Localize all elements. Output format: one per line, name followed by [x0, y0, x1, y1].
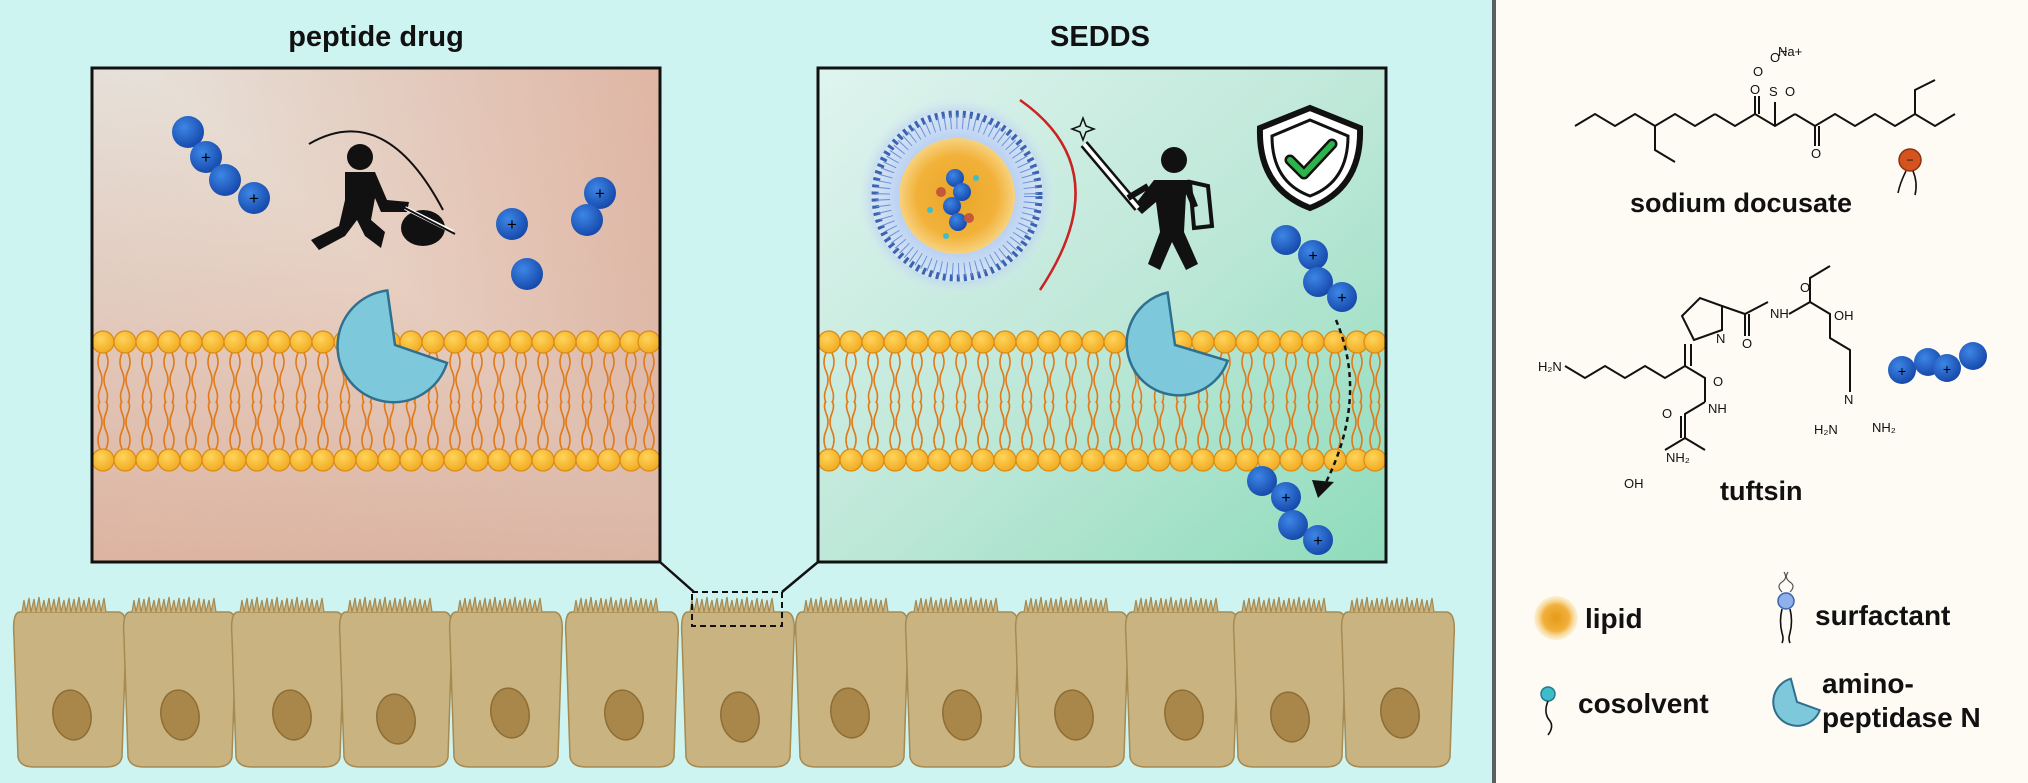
svg-text:+: + [201, 148, 211, 167]
legend-label-aminopeptidase-line1: amino- [1822, 668, 1914, 699]
left-panel: + + + + [90, 66, 662, 564]
svg-text:+: + [1281, 490, 1290, 507]
svg-text:Na+: Na+ [1778, 44, 1802, 59]
section-divider [1492, 0, 1496, 783]
svg-text:+: + [1943, 361, 1951, 377]
sodium-docusate-structure [1574, 79, 1956, 163]
svg-text:NH₂: NH₂ [1872, 420, 1896, 435]
svg-text:N: N [1844, 392, 1853, 407]
svg-text:O: O [1770, 50, 1780, 65]
legend-panel-background [1496, 0, 2028, 783]
svg-text:O: O [1753, 64, 1763, 79]
svg-text:+: + [507, 215, 517, 234]
svg-text:H₂N: H₂N [1538, 359, 1562, 374]
svg-text:O: O [1713, 374, 1723, 389]
svg-text:+: + [249, 189, 259, 208]
surfactant-legend-icon [1777, 571, 1795, 644]
tuftsin-structure [1564, 265, 1851, 451]
svg-text:O: O [1662, 406, 1672, 421]
svg-text:O: O [1800, 280, 1810, 295]
aminopeptidase-enzyme-left [336, 289, 449, 404]
svg-text:+: + [1308, 248, 1317, 265]
svg-text:H₂N: H₂N [1814, 422, 1838, 437]
svg-text:O: O [1811, 146, 1821, 161]
knight-defending-icon [1080, 141, 1215, 270]
surfactant-icon-docusate: − [1897, 148, 1922, 196]
svg-text:+: + [1313, 533, 1322, 550]
permeation-arrow [1320, 319, 1352, 491]
svg-text:+: + [1898, 363, 1906, 379]
legend-label-surfactant: surfactant [1815, 600, 1951, 631]
svg-text:OH: OH [1834, 308, 1854, 323]
svg-text:O: O [1750, 82, 1760, 97]
epithelial-cell-layer [12, 596, 1456, 768]
legend-label-cosolvent: cosolvent [1578, 688, 1709, 719]
tuftsin-peptide-icon: + + [1888, 342, 1987, 384]
compound-name-tuftsin: tuftsin [1720, 476, 1803, 506]
svg-text:O: O [1742, 336, 1752, 351]
peptide-chains-right: + + + + [1247, 225, 1357, 555]
lipid-legend-icon [1534, 596, 1578, 640]
knight-attacking-icon [308, 130, 456, 250]
svg-text:NH: NH [1708, 401, 1727, 416]
svg-text:−: − [1780, 44, 1788, 59]
tuftsin-labels: H₂N N NH O O O NH O OH N H₂N NH₂ NH₂ OH [1538, 280, 1896, 491]
legend-label-lipid: lipid [1585, 603, 1643, 634]
zoom-connector-left [659, 561, 695, 593]
svg-text:+: + [595, 184, 605, 203]
panel-title-peptide-drug: peptide drug [288, 21, 464, 53]
shield-check-icon [1256, 104, 1364, 212]
svg-text:O: O [1785, 84, 1795, 99]
sparkle-icon [1069, 115, 1097, 143]
svg-text:NH: NH [1770, 306, 1789, 321]
zoom-connector-right [781, 561, 819, 593]
svg-text:OH: OH [1624, 476, 1644, 491]
aminopeptidase-legend-icon [1772, 677, 1822, 727]
svg-text:−: − [1906, 153, 1913, 167]
sedds-micelle [857, 96, 1057, 296]
svg-text:N: N [1716, 331, 1725, 346]
cosolvent-legend-icon [1540, 686, 1556, 736]
right-panel: + + + + [816, 66, 1388, 564]
panel-title-sedds: SEDDS [1050, 21, 1150, 53]
sodium-docusate-labels: O O S O O − O Na+ [1750, 44, 1821, 161]
svg-text:S: S [1769, 84, 1778, 99]
aminopeptidase-enzyme-right [1125, 291, 1230, 397]
legend-label-aminopeptidase-line2: peptidase N [1822, 702, 1981, 733]
peptide-chains-left: + + + + [172, 116, 616, 290]
svg-text:NH₂: NH₂ [1666, 450, 1690, 465]
compound-name-sodium-docusate: sodium docusate [1630, 188, 1853, 218]
zoom-region-box [691, 591, 783, 627]
svg-text:+: + [1337, 290, 1346, 307]
protective-arc [1019, 98, 1077, 291]
